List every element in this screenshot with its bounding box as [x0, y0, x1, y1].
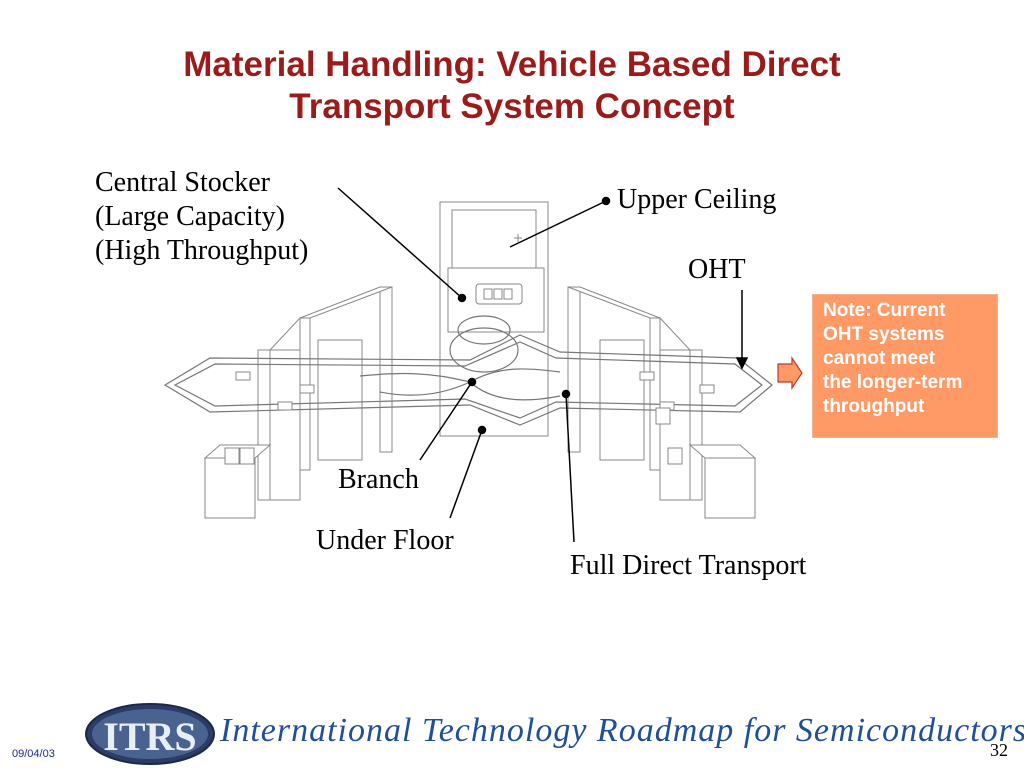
oht-label: OHT: [688, 254, 746, 285]
central-stocker-line-1: Central Stocker: [95, 167, 270, 198]
note-line-3: cannot meet: [823, 348, 935, 369]
full-direct-transport-label: Full Direct Transport: [570, 550, 807, 581]
upper-ceiling-label: Upper Ceiling: [617, 184, 777, 215]
under-floor-leader: [449, 429, 483, 519]
oht-vehicles: [224, 371, 715, 465]
note-box: Note: Current OHT systems cannot meet th…: [812, 294, 998, 438]
central-stocker-leader: [337, 187, 463, 299]
slide-title-line-2: Transport System Concept: [289, 87, 735, 126]
central-stocker-line-2: (Large Capacity): [95, 201, 285, 232]
note-arrow: [777, 356, 803, 390]
itrs-full-name: International Technology Roadmap for Sem…: [220, 712, 1024, 749]
full-direct-transport-leader: [565, 393, 575, 543]
note-line-2: OHT systems: [823, 324, 945, 345]
central-stocker-label: Central Stocker (Large Capacity) (High T…: [95, 166, 308, 268]
page-number: 32: [990, 740, 1008, 760]
branch-label: Branch: [338, 464, 419, 495]
central-stocker-tower: [439, 201, 549, 437]
footer-date: 09/04/03: [12, 748, 55, 760]
itrs-logo: ITRS: [85, 703, 215, 765]
branch-leader: [419, 381, 473, 461]
upper-ceiling-leader: [509, 200, 607, 248]
slide-title: Material Handling: Vehicle Based Direct …: [0, 44, 1024, 128]
note-line-4: the longer-term: [823, 372, 963, 393]
oht-track-loops: [163, 315, 773, 426]
central-stocker-line-3: (High Throughput): [95, 235, 309, 266]
itrs-logo-text: ITRS: [103, 714, 196, 759]
under-floor-label: Under Floor: [316, 525, 454, 556]
note-line-1: Note: Current: [823, 300, 946, 321]
slide-title-line-1: Material Handling: Vehicle Based Direct: [183, 45, 841, 84]
note-line-5: throughput: [823, 396, 925, 417]
